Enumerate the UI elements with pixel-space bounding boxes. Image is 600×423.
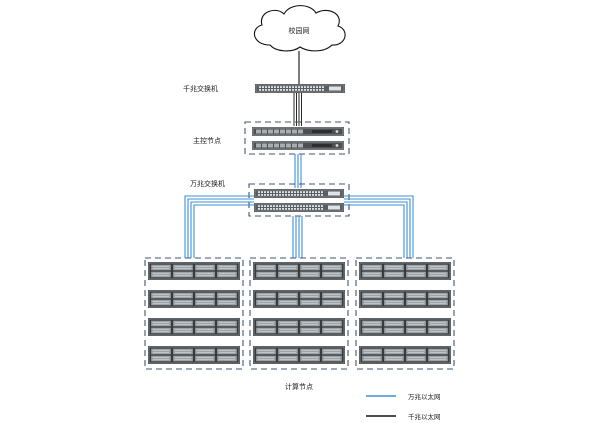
compute-server [253, 290, 345, 308]
compute-server [148, 318, 240, 336]
compute-group-left [144, 257, 244, 370]
compute-group-right [355, 257, 455, 370]
legend: 万兆以太网 千兆以太网 [366, 392, 441, 421]
gigabit-switch-label: 千兆交换机 [183, 84, 218, 93]
compute-server [359, 318, 451, 336]
ten-gigabit-switch-2 [254, 203, 344, 212]
gigabit-switch [255, 84, 345, 93]
compute-server [359, 346, 451, 364]
cloud-shape [253, 5, 346, 52]
compute-server [359, 290, 451, 308]
compute-server [148, 346, 240, 364]
ten-gigabit-switch-label: 万兆交换机 [190, 179, 225, 188]
compute-server [148, 262, 240, 280]
compute-server [359, 262, 451, 280]
compute-server [148, 290, 240, 308]
compute-server [253, 346, 345, 364]
ten-gigabit-switch-1 [254, 189, 344, 198]
compute-server [253, 262, 345, 280]
campus-network-cloud: 校园网 [253, 5, 346, 52]
master-node-label: 主控节点 [193, 136, 221, 145]
campus-network-label: 校园网 [289, 26, 310, 35]
master-node-group [244, 121, 350, 155]
master-node-server-1 [252, 127, 344, 136]
compute-group-middle [249, 257, 349, 370]
compute-server [253, 318, 345, 336]
gigabit-links-to-master [293, 93, 302, 126]
ten-gigabit-links-to-left-group [184, 195, 254, 258]
legend-label-ten-gigabit: 万兆以太网 [408, 392, 441, 401]
ten-gigabit-links-to-right-group [344, 195, 414, 258]
legend-label-gigabit: 千兆以太网 [408, 412, 441, 421]
master-node-server-2 [252, 141, 344, 150]
ten-gigabit-links-to-middle-group [292, 216, 303, 258]
compute-nodes-label: 计算节点 [285, 382, 313, 391]
ten-gigabit-links-master-to-switch [294, 154, 302, 188]
